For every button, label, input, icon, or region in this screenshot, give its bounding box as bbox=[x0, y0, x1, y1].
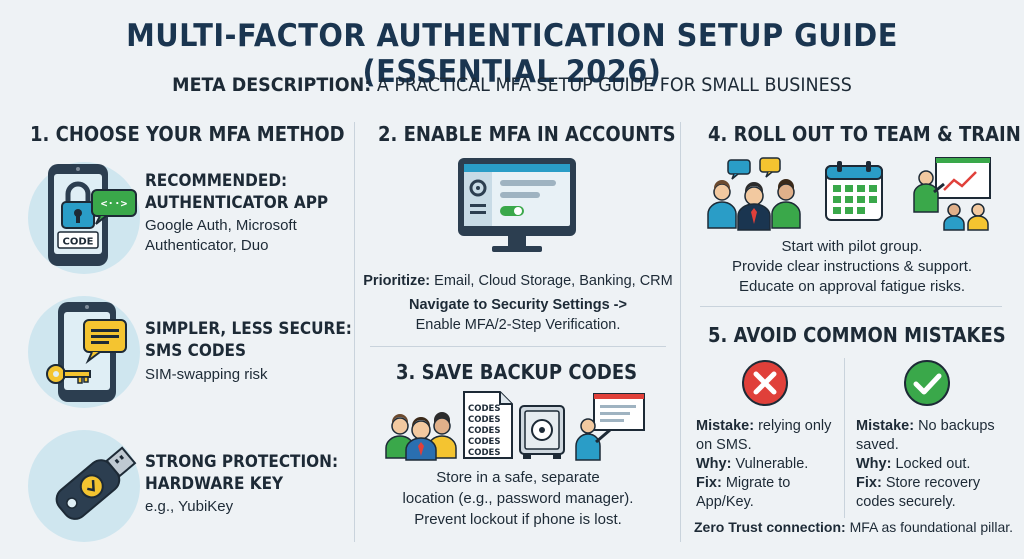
navigate-label: Navigate to Security Settings -> bbox=[409, 297, 627, 313]
good-why-text: Locked out. bbox=[895, 456, 971, 472]
good-why-label: Why: bbox=[856, 456, 892, 472]
good-fix-line1: Fix: Store recovery bbox=[856, 474, 980, 493]
bad-fix-line1: Fix: Migrate to bbox=[696, 474, 790, 493]
option2-head-1: SIMPLER, LESS SECURE: bbox=[145, 319, 352, 339]
prioritize-text: Email, Cloud Storage, Banking, CRM bbox=[434, 273, 673, 289]
option1-body-1: Google Auth, Microsoft bbox=[145, 217, 297, 234]
monitor-settings-icon bbox=[458, 158, 576, 252]
good-mistake-line2: saved. bbox=[856, 437, 899, 453]
section5-title: 5. AVOID COMMON MISTAKES bbox=[708, 323, 1006, 347]
option3-body-1: e.g., YubiKey bbox=[145, 498, 234, 515]
bad-mistake-line2: on SMS. bbox=[696, 437, 752, 453]
navigate-text: Enable MFA/2-Step Verification. bbox=[415, 317, 621, 333]
phone-lock-icon: CODE <··> bbox=[48, 164, 137, 266]
option1-head-1: RECOMMENDED: bbox=[145, 171, 288, 191]
option3-head-2: HARDWARE KEY bbox=[145, 474, 284, 494]
backup-line2: location (e.g., password manager). bbox=[402, 490, 634, 507]
bad-fix-text: Migrate to bbox=[725, 475, 791, 491]
divider-sec5-cols bbox=[844, 358, 845, 518]
good-fix-line2: codes securely. bbox=[856, 494, 956, 510]
option1-head-2: AUTHENTICATOR APP bbox=[145, 193, 329, 213]
check-mark-icon bbox=[904, 360, 950, 406]
divider-sec4-5 bbox=[700, 306, 1002, 307]
section1-title: 1. CHOOSE YOUR MFA METHOD bbox=[30, 122, 345, 146]
section3-title: 3. SAVE BACKUP CODES bbox=[396, 360, 638, 384]
divider-col1 bbox=[354, 122, 355, 542]
section4-title: 4. ROLL OUT TO TEAM & TRAIN bbox=[708, 122, 1021, 146]
option2-head-2: SMS CODES bbox=[145, 341, 246, 361]
backup-codes-document bbox=[463, 391, 513, 459]
team-chat-icon bbox=[707, 157, 801, 231]
presenter-board-icon bbox=[575, 393, 645, 461]
phone-sms-icon bbox=[46, 302, 127, 402]
rollout-line2: Provide clear instructions & support. bbox=[731, 258, 973, 275]
good-mistake-label: Mistake: bbox=[856, 418, 915, 434]
backup-line3: Prevent lockout if phone is lost. bbox=[414, 511, 622, 528]
calendar-icon bbox=[825, 161, 883, 221]
bad-fix-line2: App/Key. bbox=[696, 494, 754, 510]
divider-col2 bbox=[680, 122, 681, 542]
code-label: CODE bbox=[63, 237, 94, 248]
x-mark-icon bbox=[742, 360, 788, 406]
bad-mistake-label: Mistake: bbox=[696, 418, 755, 434]
meta-text: A PRACTICAL MFA SETUP GUIDE FOR SMALL BU… bbox=[376, 74, 852, 96]
hardware-key-icon bbox=[55, 446, 137, 520]
divider-sec2-3 bbox=[370, 346, 666, 347]
meta-description: META DESCRIPTION: A PRACTICAL MFA SETUP … bbox=[41, 74, 983, 96]
code-item: CODES bbox=[468, 437, 501, 447]
good-mistake-line1: Mistake: No backups bbox=[856, 417, 995, 436]
training-presenter-icon bbox=[913, 157, 991, 231]
good-fix-text: Store recovery bbox=[885, 475, 981, 491]
code-item: CODES bbox=[468, 404, 501, 414]
page-title: MULTI-FACTOR AUTHENTICATION SETUP GUIDE … bbox=[126, 18, 898, 90]
zero-trust-text: MFA as foundational pillar. bbox=[849, 519, 1014, 535]
code-item: CODES bbox=[468, 426, 501, 436]
code-item: CODES bbox=[468, 415, 501, 425]
good-fix-label: Fix: bbox=[856, 475, 882, 491]
bad-mistake-line1: Mistake: relying only bbox=[696, 417, 831, 436]
option1-body-2: Authenticator, Duo bbox=[145, 237, 269, 254]
code-item: CODES bbox=[468, 448, 501, 458]
codes-list: CODES CODES CODES CODES CODES bbox=[468, 404, 512, 459]
bad-why-label: Why: bbox=[696, 456, 732, 472]
rollout-line1: Start with pilot group. bbox=[781, 238, 923, 255]
option3-head-1: STRONG PROTECTION: bbox=[145, 452, 339, 472]
prioritize-label: Prioritize: bbox=[363, 273, 431, 289]
bad-mistake-text: relying only bbox=[758, 418, 832, 434]
bad-why-line: Why: Vulnerable. bbox=[696, 455, 808, 474]
option2-body-1: SIM-swapping risk bbox=[145, 366, 268, 383]
safe-icon bbox=[519, 405, 565, 459]
zero-trust-label: Zero Trust connection: bbox=[694, 519, 846, 535]
bad-fix-label: Fix: bbox=[696, 475, 722, 491]
zero-trust-line: Zero Trust connection: MFA as foundation… bbox=[694, 518, 1013, 537]
good-why-line: Why: Locked out. bbox=[856, 455, 970, 474]
prioritize-line: Prioritize: Email, Cloud Storage, Bankin… bbox=[356, 271, 680, 291]
section2-title: 2. ENABLE MFA IN ACCOUNTS bbox=[378, 122, 676, 146]
backup-line1: Store in a safe, separate bbox=[436, 469, 600, 486]
bubble-text: <··> bbox=[101, 197, 128, 210]
meta-label: META DESCRIPTION: bbox=[172, 74, 372, 96]
team-icon bbox=[385, 412, 457, 461]
rollout-line3: Educate on approval fatigue risks. bbox=[739, 278, 965, 295]
bad-why-text: Vulnerable. bbox=[735, 456, 809, 472]
good-mistake-text: No backups bbox=[918, 418, 995, 434]
